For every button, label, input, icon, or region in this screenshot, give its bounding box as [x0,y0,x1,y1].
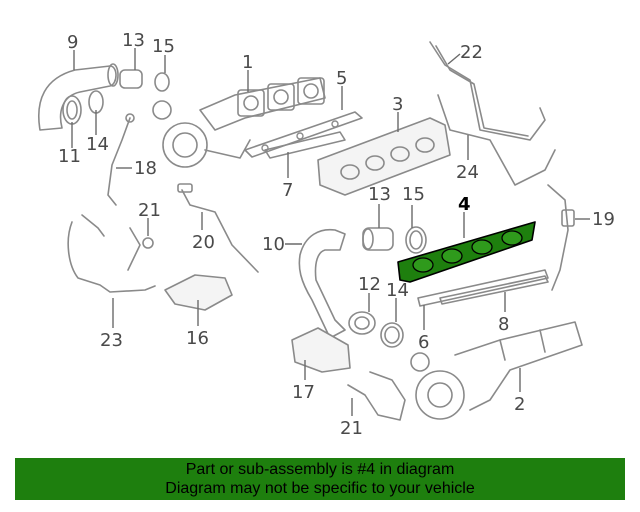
callout-12: 12 [358,274,381,295]
part-11-hose-clamp [62,95,82,125]
callout-25: 24 [456,162,479,183]
callout-16: 16 [186,328,209,349]
callout-24: 23 [100,330,123,351]
part-18-line [107,113,135,206]
callout-19: 19 [592,209,615,230]
callout-15-lower: 15 [402,184,425,205]
callout-3: 3 [392,94,403,115]
parts-diagram: 9 11 14 13 15 1 5 3 7 22 24 18 19 20 21 … [38,30,615,439]
callout-15-top: 15 [152,36,175,57]
info-banner: Part or sub-assembly is #4 in diagram Di… [15,458,625,500]
callout-8: 8 [498,314,509,335]
callout-21-visible: 21 [340,418,363,439]
callout-9: 9 [67,32,78,53]
callout-18: 18 [134,158,157,179]
callout-2: 2 [514,394,525,415]
callout-20: 20 [192,232,215,253]
part-10-charge-pipe [298,228,346,339]
part-14-seal-ring-top [88,90,104,114]
callout-23: 22 [460,42,483,63]
part-13-hose-top [119,69,143,89]
part-17-heat-shield [291,327,351,373]
part-23-oil-line [429,41,546,141]
part-6-gasket [417,269,549,307]
part-25-oil-line [437,94,556,186]
part-14-ring-lower [380,322,404,348]
callout-13-top: 13 [122,30,145,51]
part-15-o-ring-top [154,72,170,92]
callout-14-lower: 14 [386,280,409,301]
part-20-line [177,183,259,273]
banner-line-2: Diagram may not be specific to your vehi… [165,480,475,497]
callout-labels: 9 11 14 13 15 1 5 3 7 22 24 18 19 20 21 … [58,30,615,415]
part-15-clamp-lower [405,226,427,254]
part-2-turbocharger [410,321,583,420]
part-1-turbocharger [152,77,326,168]
part-21-pipe [347,371,406,421]
banner-line-1: Part or sub-assembly is #4 in diagram [185,461,455,478]
callout-14-top: 14 [86,134,109,155]
callout-10: 10 [262,234,285,255]
part-12-hose-lower [348,311,376,335]
part-24-coolant-line [67,214,156,293]
callout-1: 1 [242,52,253,73]
callout-13-lower: 13 [368,184,391,205]
part-4-exhaust-manifold-gasket [397,221,536,283]
callout-6: 6 [418,332,429,353]
callout-22: 21 [138,200,161,221]
part-22-fitting [127,227,154,271]
leader-lines [71,48,590,416]
part-3-heat-shield [317,117,451,196]
callout-17: 17 [292,382,315,403]
callout-4: 4 [458,194,471,215]
callout-11: 11 [58,146,81,167]
part-7-gasket [264,131,346,159]
part-16-heat-shield [164,274,233,311]
part-8-gasket [439,275,549,305]
callout-5: 5 [336,68,347,89]
part-13-hose-lower [362,227,394,251]
part-19-line [547,184,575,291]
callout-7: 7 [282,180,293,201]
